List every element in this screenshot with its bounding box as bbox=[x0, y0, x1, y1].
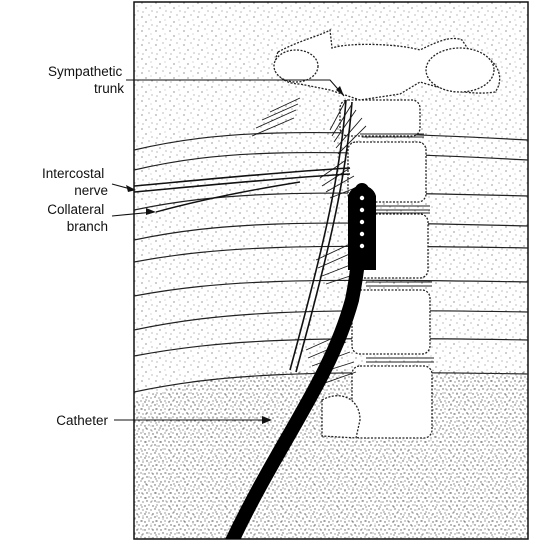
label-collateral-branch: Collateral branch bbox=[47, 202, 108, 234]
lower-tissue-region bbox=[134, 369, 528, 539]
label-sympathetic-trunk: Sympathetic trunk bbox=[48, 64, 126, 96]
label-intercostal-nerve: Intercostal nerve bbox=[42, 166, 108, 198]
label-catheter: Catheter bbox=[56, 413, 108, 428]
